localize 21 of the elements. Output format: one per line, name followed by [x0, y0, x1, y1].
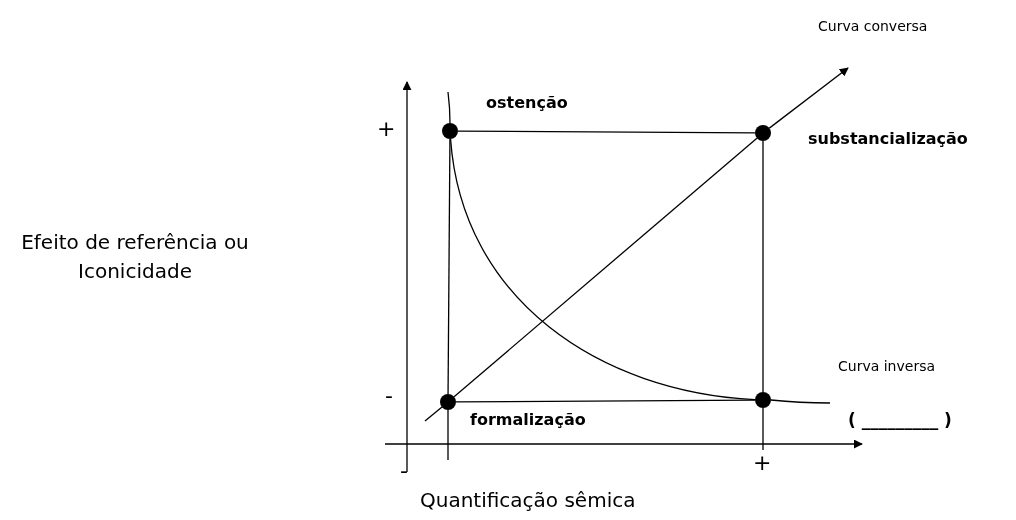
axis-tick-label: + — [377, 116, 396, 141]
axis-tick-label: - — [385, 383, 393, 408]
axis-tick-label: - — [400, 458, 408, 483]
curve-label: Curva conversa — [818, 18, 928, 34]
point-label: formalização — [470, 410, 586, 429]
connector-line — [768, 67, 849, 129]
connector-line — [762, 140, 764, 393]
point-marker — [755, 125, 771, 141]
connector-line — [455, 399, 756, 403]
connector-line — [457, 130, 756, 134]
point-marker — [440, 394, 456, 410]
axis-title: Quantificação sêmica — [420, 488, 636, 512]
connector-line — [447, 138, 451, 395]
axis-tick-label: + — [753, 450, 772, 475]
point-marker — [755, 392, 771, 408]
curve-label: Curva inversa — [838, 358, 935, 374]
axis-title: Efeito de referência ou Iconicidade — [20, 229, 250, 285]
point-marker — [442, 123, 458, 139]
point-label: ostenção — [486, 93, 568, 112]
point-label: substancialização — [808, 129, 968, 148]
placeholder-text: ( _________ ) — [848, 410, 952, 430]
